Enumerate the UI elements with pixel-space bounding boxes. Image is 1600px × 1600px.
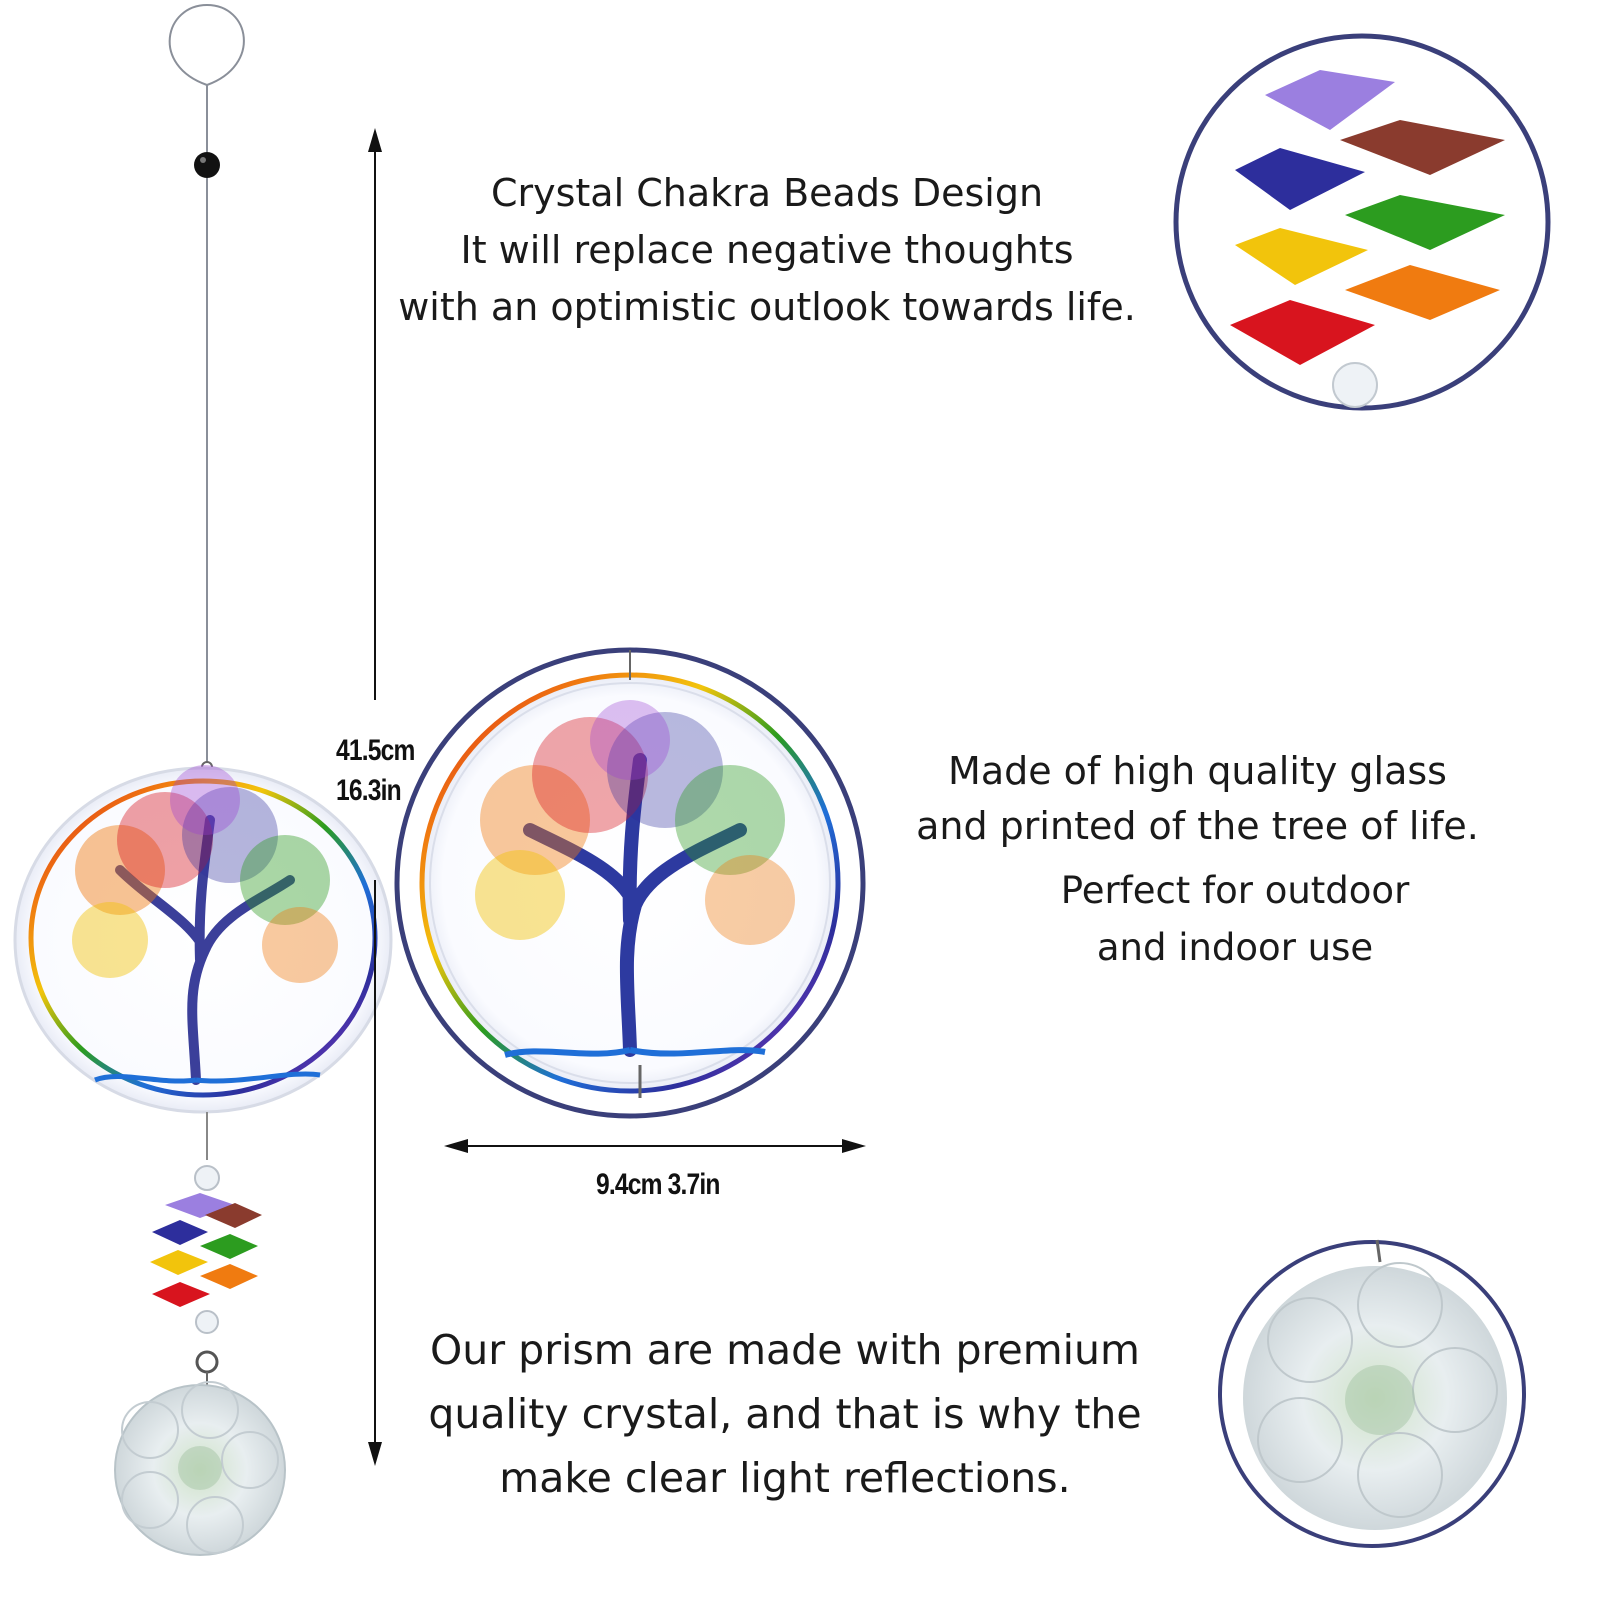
center-suncatcher-disc: [394, 647, 866, 1119]
chakra-text-line-3: with an optimistic outlook towards life.: [398, 285, 1136, 329]
crystal-prism-closeup: [1218, 1239, 1526, 1548]
chakra-beads-strand: [150, 1112, 262, 1392]
width-label: 9.4cm 3.7in: [596, 1168, 720, 1201]
glass-text-line-1: Made of high quality glass: [948, 749, 1447, 793]
prism-text-line-2: quality crystal, and that is why the: [428, 1390, 1142, 1438]
chakra-beads-closeup: [1173, 33, 1551, 411]
tree-of-life-icon: [475, 700, 795, 1058]
prism-description: Our prism are made with premium quality …: [385, 1318, 1185, 1510]
glass-text-line-2: and printed of the tree of life.: [916, 804, 1479, 848]
chakra-heading: Crystal Chakra Beads Design: [490, 171, 1044, 215]
hanging-wire: [168, 3, 245, 773]
prism-text-line-3: make clear light reflections.: [499, 1454, 1071, 1502]
glass-description: Made of high quality glass and printed o…: [865, 744, 1530, 854]
usage-text-line-2: and indoor use: [1096, 926, 1374, 969]
chakra-description: Crystal Chakra Beads Design It will repl…: [372, 165, 1162, 336]
left-suncatcher-disc: [13, 765, 393, 1114]
crystal-prism-ball: [114, 1381, 286, 1556]
tree-of-life-icon: [72, 765, 338, 1085]
height-in-label: 16.3in: [336, 774, 402, 807]
width-dimension-arrow: [444, 1139, 866, 1153]
prism-text-line-1: Our prism are made with premium: [430, 1326, 1140, 1374]
chakra-text-line-2: It will replace negative thoughts: [460, 228, 1074, 272]
usage-description: Perfect for outdoor and indoor use: [985, 862, 1485, 976]
usage-text-line-1: Perfect for outdoor: [1060, 869, 1410, 912]
height-cm-label: 41.5cm: [336, 734, 415, 767]
height-dimension-arrow: [368, 128, 382, 1466]
